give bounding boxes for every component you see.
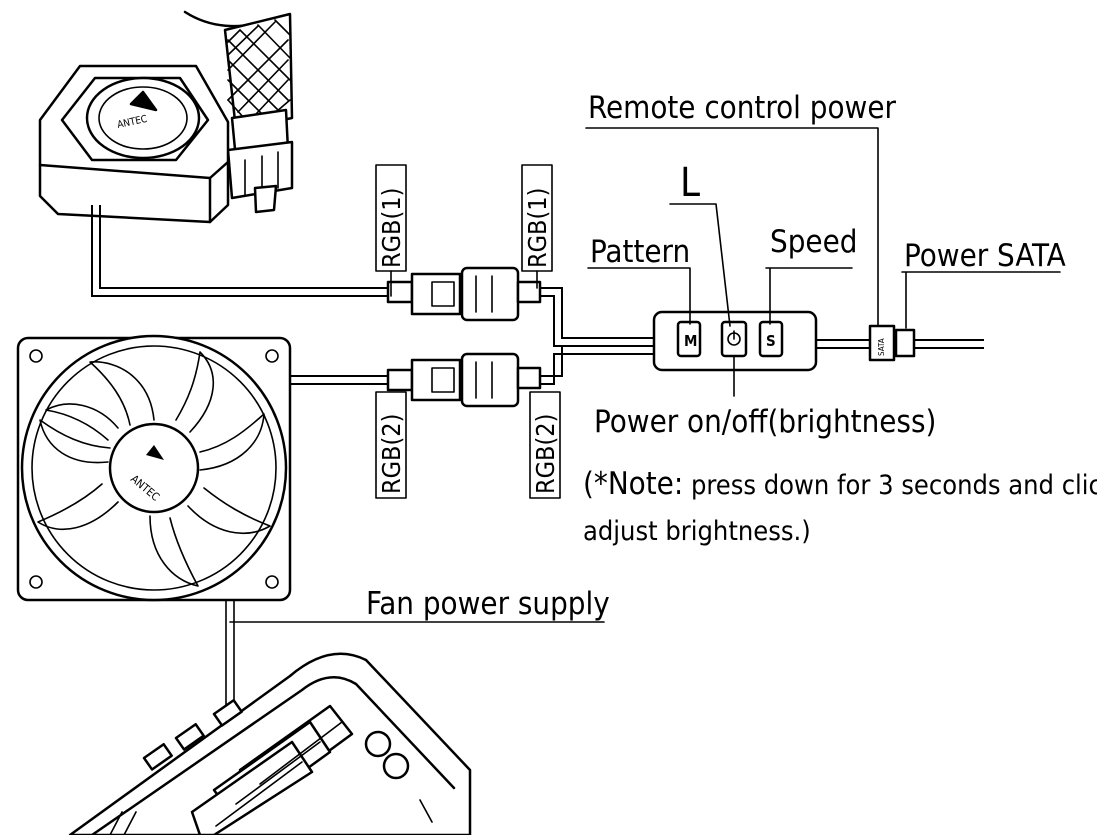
note-line-2: adjust brightness.) bbox=[583, 516, 811, 547]
fan-power-supply-label: Fan power supply bbox=[366, 586, 610, 622]
rgb2-left-label: RGB(2) bbox=[377, 414, 406, 494]
connector-rgb2 bbox=[386, 352, 542, 408]
motherboard bbox=[68, 652, 472, 835]
pattern-button-label: M bbox=[684, 332, 697, 350]
mesh-tube bbox=[227, 19, 291, 119]
power-sata-label: Power SATA bbox=[904, 238, 1066, 274]
sata-cable bbox=[816, 339, 870, 349]
power-onoff-label: Power on/off(brightness) bbox=[594, 404, 936, 440]
remote-control-power-label: Remote control power bbox=[588, 90, 897, 126]
fan: ANTEC bbox=[16, 334, 292, 602]
note-rest: press down for 3 seconds and click bbox=[683, 470, 1097, 501]
rgb1-right-label: RGB(1) bbox=[523, 188, 552, 268]
rgb1-left-label: RGB(1) bbox=[377, 188, 406, 268]
pattern-label: Pattern bbox=[590, 234, 690, 270]
note-line-1: (*Note: press down for 3 seconds and cli… bbox=[583, 466, 1097, 502]
pump-block: ANTEC bbox=[38, 10, 294, 224]
rgb-controller: M S bbox=[652, 310, 818, 372]
sata-connector: SATA bbox=[868, 324, 984, 362]
note-prefix: (*Note: bbox=[583, 466, 683, 502]
fan-cable bbox=[290, 375, 388, 385]
speed-label: Speed bbox=[770, 224, 857, 260]
rgb-tags: RGB(1) RGB(1) RGB(2) RGB(2) bbox=[375, 164, 561, 499]
svg-text:SATA: SATA bbox=[877, 338, 886, 356]
pump-cable bbox=[91, 205, 388, 297]
hub-cable bbox=[540, 287, 654, 385]
l-mark-label: L bbox=[680, 160, 700, 206]
rgb2-right-label: RGB(2) bbox=[531, 414, 560, 494]
speed-button-label: S bbox=[766, 332, 776, 350]
connector-rgb1 bbox=[386, 266, 542, 322]
